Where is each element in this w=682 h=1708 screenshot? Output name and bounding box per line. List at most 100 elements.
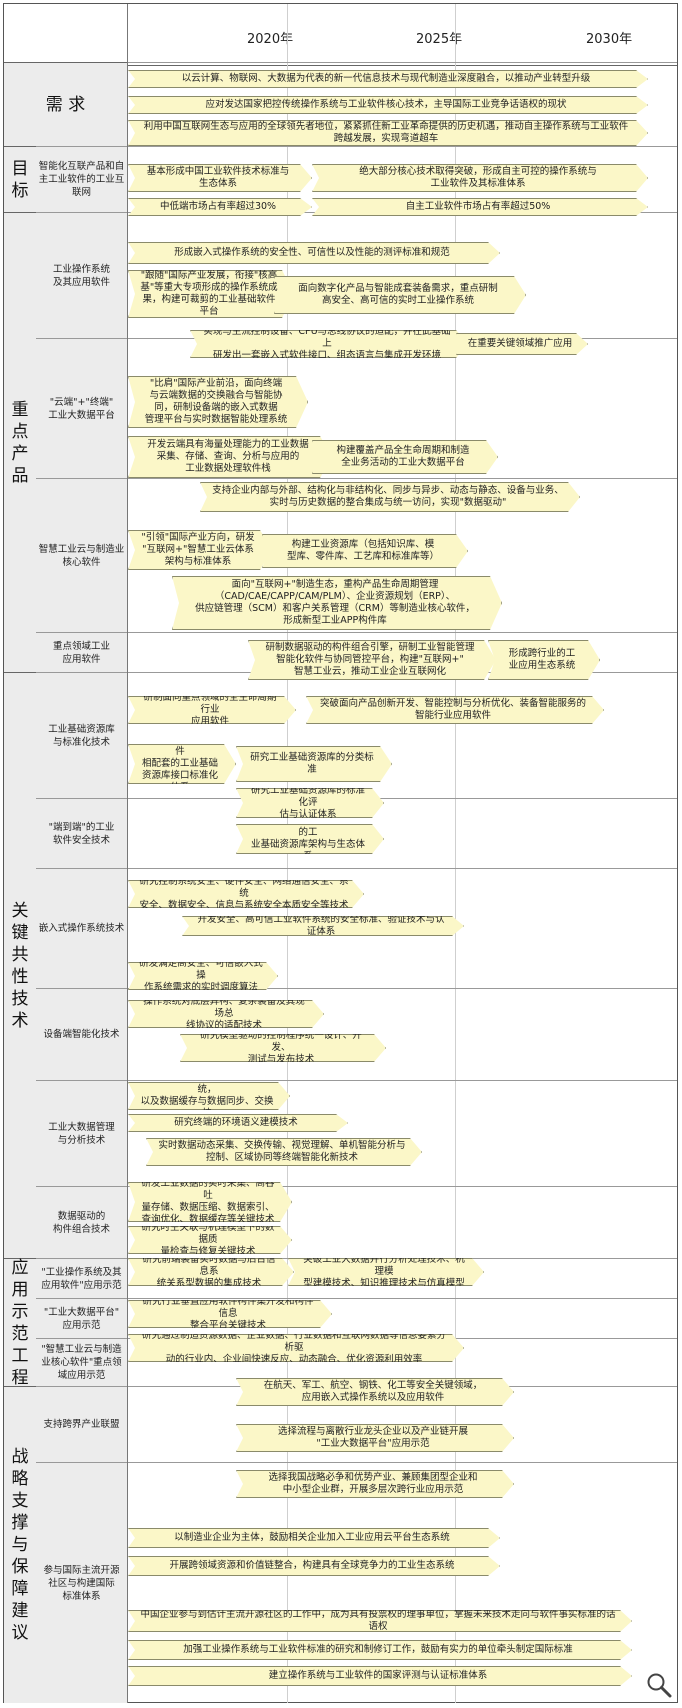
bar-text: 突破面向产品创新开发、智能控制与分析优化、装备智能服务的 智能行业应用软件 [319, 698, 586, 721]
subcategory-label: 工业操作系统 及其应用软件 [36, 212, 127, 338]
subcategory-text: "工业大数据平台" 应用示范 [43, 1306, 120, 1331]
bar-text: 研究时空关联与机理模型下的数据质 量检查与修复关键技术 [141, 1222, 275, 1257]
bar-text: "比肩"国际产业前沿，面向终端 与云端数据的交换融合与智能协 同，研制设备端的嵌… [144, 378, 288, 425]
bar-text: 面向"互联网+"制造生态，重构产品生命周期管理 （CAD/CAE/CAPP/CA… [195, 579, 475, 626]
category-tech-label: 关 键 共 性 技 术 [11, 900, 29, 1031]
bar-text: 构建覆盖产品全生命周期和制造 全业务活动的工业大数据平台 [336, 445, 470, 468]
row-divider [127, 146, 677, 147]
roadmap-bar: 开发安全、高可信工业软件系统的安全标准、验证技术与认证体系 [182, 916, 464, 936]
row-divider [127, 1298, 677, 1299]
roadmap-bar: 自主工业软件市场占有率超过50% [312, 198, 648, 216]
roadmap-bar: 以制造业企业为主体，鼓励相关企业加入工业应用云平台生态系统 [128, 1528, 500, 1548]
row-divider [127, 798, 677, 799]
row-divider [127, 1080, 677, 1081]
roadmap-bar: 研究工业基础资源库的分类标准 [236, 746, 392, 782]
roadmap-bar: 研究小容量的嵌入式数据库系统， 以及数据缓存与数据同步、交换技 [128, 1082, 290, 1110]
roadmap-bar: 选择我国战略必争和优势产业、兼顾集团型企业和 中小型企业群，开展多层次跨行业应用… [236, 1470, 514, 1498]
subcategory-label: 重点领域工业 应用软件 [36, 632, 127, 672]
roadmap-bar: 中国企业参与到估计主流开源社区的工作中，成为具有投票权的理事单位，掌握未来技术走… [128, 1610, 632, 1632]
bar-text: 实时数据动态采集、交换传输、视觉理解、单机智能分析与 控制、区域协同等终端智能化… [158, 1140, 406, 1163]
magnifier-icon[interactable] [646, 1672, 672, 1698]
bar-text: 建立操作系统与工业软件的国家评测与认证标准体系 [268, 1670, 488, 1681]
roadmap-bar: 面向"互联网+"制造生态，重构产品生命周期管理 （CAD/CAE/CAPP/CA… [172, 576, 502, 630]
subcategory-text: "工业操作系统及其 应用软件"应用示范 [41, 1266, 122, 1291]
roadmap-bar: 研究工业基础资源库的标准化评 估与认证体系 [236, 788, 384, 818]
subcategory-text: 智慧工业云与制造业 核心软件 [38, 543, 125, 568]
roadmap-bar: 研究时空关联与机理模型下的数据质 量检查与修复关键技术 [128, 1226, 292, 1254]
roadmap-bar: 研究终端的环境语义建模技术 [128, 1114, 348, 1132]
bar-text: 选择流程与离散行业龙头企业以及产业链开展 "工业大数据平台"应用示范 [277, 1426, 468, 1449]
bar-text: 利用中国互联网生态与应用的全球领先者地位，紧紧抓住新工业革命提供的历史机遇，推动… [143, 121, 629, 144]
bar-text: 操作系统对底层异构、复杂装备及其现场总 线协议的适配技术 [143, 996, 305, 1031]
bar-text: 突破工业大数据并行分析处理技术、机理模 型建模技术、知识推理技术与仿真模型 [303, 1254, 465, 1289]
roadmap-bar: 开发云端具有海量处理能力的工业数据 采集、存储、查询、分析与应用的 工业数据处理… [128, 436, 332, 478]
subcategory-text: 智能化互联产品和自 主工业软件的工业互 联网 [38, 161, 125, 198]
row-divider [127, 62, 677, 63]
subcategory-label: 智慧工业云与制造业 核心软件 [36, 478, 127, 632]
subcategory-label: 工业大数据管理 与分析技术 [36, 1080, 127, 1186]
subcategory-label: "工业大数据平台" 应用示范 [36, 1298, 127, 1338]
roadmap-bar: 研究模型驱动的控制程序统一设计、开发、 测试与发布技术 [180, 1034, 386, 1062]
bar-text: 基本形成中国工业软件技术标准与 生态体系 [146, 166, 290, 189]
subcategory-label: "智慧工业云与制造 业核心软件"重点领 域应用示范 [36, 1338, 127, 1386]
roadmap-bar: 构建覆盖产品全生命周期和制造 全业务活动的工业大数据平台 [312, 440, 498, 474]
bar-text: 绝大部分核心技术取得突破，形成自主可控的操作系统与 工业软件及其标准体系 [359, 166, 597, 189]
subcategory-text: 嵌入式操作系统技术 [38, 923, 125, 934]
roadmap-bar: 形成嵌入式操作系统的安全性、可信性以及性能的测评标准和规范 [128, 242, 500, 264]
roadmap-bar: 以云计算、物联网、大数据为代表的新一代信息技术与现代制造业深度融合，以推动产业转… [128, 70, 648, 88]
subcategory-text: 工业操作系统 及其应用软件 [52, 263, 110, 288]
category-products-label: 重 点 产 品 [11, 399, 29, 486]
roadmap-bar: 绝大部分核心技术取得突破，形成自主可控的操作系统与 工业软件及其标准体系 [312, 164, 648, 192]
roadmap-bar: 研究行业垂直应用软件构件集开发和构件信息 整合平台关键技术 [128, 1300, 332, 1328]
bar-text: "跟随"国际产业发展，衔接"核高 基"等重大专项形成的操作系统成 果，构建可裁剪… [140, 270, 278, 317]
category-goal-label: 目 标 [11, 158, 29, 201]
bar-text: 研究模型驱动的控制程序统一设计、开发、 测试与发布技术 [200, 1030, 362, 1065]
bar-text: 加强工业操作系统与工业软件标准的研究和制修订工作，鼓励有实力的单位牵头制定国际标… [183, 1644, 573, 1655]
subcategory-label: "端到端"的工业 软件安全技术 [36, 798, 127, 868]
roadmap-bar: 构建工业资源库（包括知识库、模 型库、零件库、工艺库和标准库等） [262, 534, 468, 568]
roadmap-bar: 在重要关键领域推广应用 [456, 333, 588, 355]
category-strategy-label: 战 略 支 撑 与 保 障 建 议 [11, 1447, 29, 1643]
subcategory-label: "云端"+"终端" 工业大数据平台 [36, 338, 127, 478]
roadmap-bar: 利用中国互联网生态与应用的全球领先者地位，紧紧抓住新工业革命提供的历史机遇，推动… [128, 120, 648, 146]
subcategory-text: 设备端智能化技术 [43, 1029, 120, 1040]
roadmap-bar: 应对发达国家把控传统操作系统与工业软件核心技术，主导国际工业竞争话语权的现状 [128, 96, 648, 114]
roadmap-bar: 研究控制系统安全、硬件安全、网络通信安全、系统 安全、数据安全、信息与系统安全本… [128, 880, 364, 908]
subcategory-label: "工业操作系统及其 应用软件"应用示范 [36, 1258, 127, 1298]
bar-text: 应对发达国家把控传统操作系统与工业软件核心技术，主导国际工业竞争话语权的现状 [205, 99, 567, 110]
bar-text: 研制数据驱动的构件组合引擎，研制工业智能管理 智能化软件与协同管控平台，构建"互… [265, 642, 475, 677]
subcategory-text: "云端"+"终端" 工业大数据平台 [48, 396, 115, 421]
category-demand-label: 需 求 [45, 94, 86, 115]
bar-text: 在重要关键领域推广应用 [467, 338, 573, 349]
roadmap-bar: "引领"国际产业方向，研发 "互联网+"智慧工业云体系 架构与标准体系 [128, 530, 272, 570]
bar-text: 实现与主流控制设备、CPU与总线协议的适配，并在此基础上 研发出一套嵌入式软件接… [203, 326, 451, 361]
row-divider [127, 1186, 677, 1187]
bar-text: 以制造业企业为主体，鼓励相关企业加入工业应用云平台生态系统 [174, 1532, 450, 1543]
roadmap-bar: 中低端市场占有率超过30% [128, 198, 312, 216]
subcategory-label: 参与国际主流开源 社区与构建国际 标准体系 [36, 1462, 127, 1703]
bar-text: 在航天、军工、航空、钢铁、化工等安全关键领域， 应用嵌入式操作系统以及应用软件 [263, 1380, 483, 1403]
roadmap-bar: 研制面向重点领域的全生命周期行业 应用软件 [128, 696, 296, 724]
bar-text: 中低端市场占有率超过30% [159, 201, 277, 212]
bar-text: 研究前端装备实时数据与后台信息系 统关系型数据的集成技术 [142, 1254, 276, 1289]
roadmap-bar: 形成跨行业的工 业应用生态系统 [488, 640, 600, 680]
bar-text: 以云计算、物联网、大数据为代表的新一代信息技术与现代制造业深度融合，以推动产业转… [181, 73, 591, 84]
roadmap-bar: 研制数据驱动的构件组合引擎，研制工业智能管理 智能化软件与协同管控平台，构建"互… [248, 640, 496, 680]
bar-text: 开展跨领域资源和价值链整合，构建具有全球竞争力的工业生态系统 [169, 1560, 455, 1571]
subcategory-text: "智慧工业云与制造 业核心软件"重点领 域应用示范 [41, 1344, 122, 1381]
subcategory-text: "端到端"的工业 软件安全技术 [48, 821, 115, 846]
roadmap-bar: 面向数字化产品与智能成套装备需求，重点研制 高安全、高可信的实时工业操作系统 [274, 276, 526, 314]
roadmap-bar: 实现与主流控制设备、CPU与总线协议的适配，并在此基础上 研发出一套嵌入式软件接… [190, 330, 468, 358]
bar-text: 研究工业基础资源库的分类标准 [250, 752, 374, 775]
subcategory-text: 数据驱动的 构件组合技术 [52, 1210, 110, 1235]
bar-text: 自主工业软件市场占有率超过50% [405, 201, 551, 212]
category-demo-label: 应 用 示 范 工 程 [11, 1257, 29, 1388]
roadmap-bar: 研究通过制造资源数据、企业数据、行业数据和互联网数据等信息要素分析驱 动的行业内… [128, 1334, 464, 1362]
roadmap-bar: 突破工业大数据并行分析处理技术、机理模 型建模技术、知识推理技术与仿真模型 [288, 1258, 484, 1286]
bar-text: 研究工业基础资源库的标准化评 估与认证体系 [250, 785, 365, 820]
subcategory-label: 嵌入式操作系统技术 [36, 868, 127, 988]
category-goal: 目 标 [4, 146, 36, 212]
roadmap-bar: 在航天、军工、航空、钢铁、化工等安全关键领域， 应用嵌入式操作系统以及应用软件 [236, 1378, 514, 1406]
roadmap-bar: "跟随"国际产业发展，衔接"核高 基"等重大专项形成的操作系统成 果，构建可裁剪… [128, 270, 294, 318]
roadmap-bar: 选择流程与离散行业龙头企业以及产业链开展 "工业大数据平台"应用示范 [236, 1424, 514, 1452]
